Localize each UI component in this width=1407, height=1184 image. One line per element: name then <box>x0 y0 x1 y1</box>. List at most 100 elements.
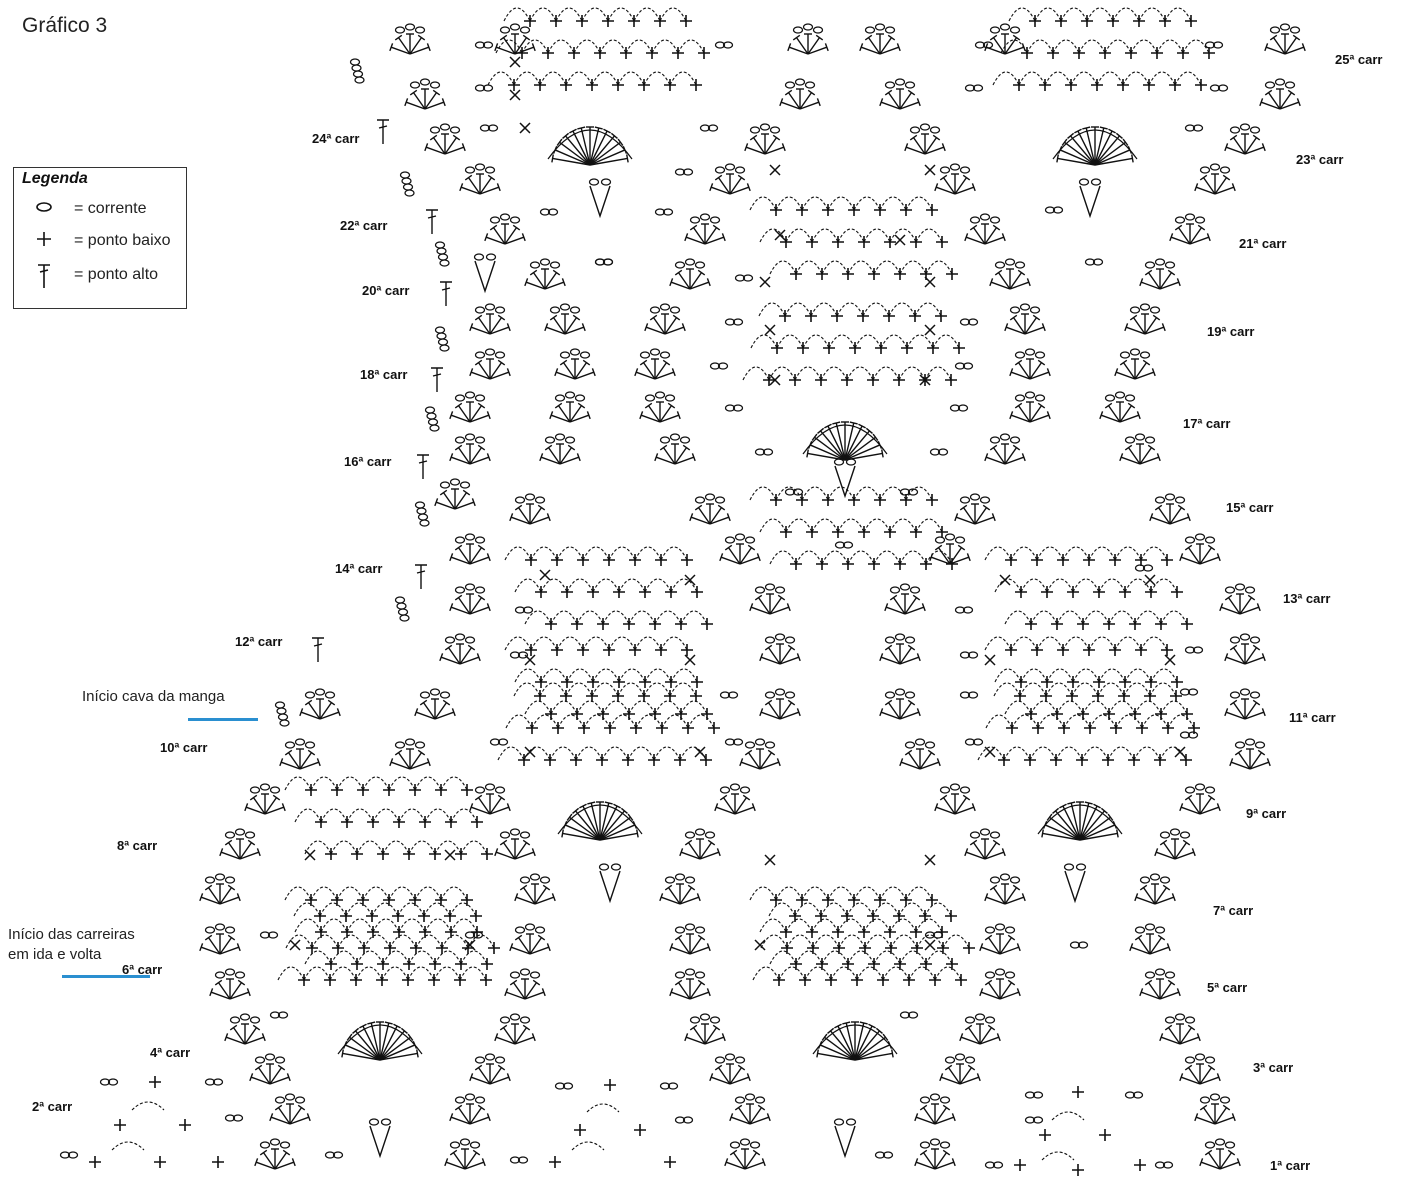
single-crochet-stitch <box>926 894 938 906</box>
picot-chain <box>736 1057 745 1063</box>
picot-chain <box>226 832 235 838</box>
row-label-5: 5ª carr <box>1207 980 1247 995</box>
picot-chain <box>656 392 665 398</box>
picot-chain <box>731 784 740 790</box>
chain-arch <box>857 967 883 980</box>
picot-chain <box>1196 784 1205 790</box>
chain-arch <box>1151 579 1177 592</box>
chain-arch <box>525 701 551 714</box>
picot-chain <box>556 434 565 440</box>
picot-chain <box>641 352 650 358</box>
chain-arch <box>408 967 434 980</box>
chain-arch <box>1020 683 1046 696</box>
picot-chain <box>1006 927 1015 933</box>
picot-chain <box>1206 1142 1215 1148</box>
chain-arch <box>1142 715 1168 728</box>
picot-chain <box>1186 537 1195 543</box>
note-rows-start-line2: em ida e volta <box>8 946 101 963</box>
chain-arch <box>761 935 787 948</box>
chain-arch <box>1004 747 1030 760</box>
treble-stitch-top <box>650 315 657 320</box>
single-crochet-stitch <box>963 942 975 954</box>
picot-chain <box>1161 877 1170 883</box>
chain-arch <box>838 519 864 532</box>
chain-arch <box>603 611 629 624</box>
chain-arch <box>890 519 916 532</box>
chain-arch <box>786 919 812 932</box>
treble-stitch-top <box>500 840 507 845</box>
chain-arch <box>609 637 635 650</box>
row-label-24: 24ª carr <box>312 131 359 146</box>
picot-chain <box>216 874 225 880</box>
treble-stitch-top <box>488 175 495 180</box>
chain-arch <box>531 637 557 650</box>
single-crochet-stitch <box>926 204 938 216</box>
picot-chain <box>1246 739 1255 745</box>
turning-chain <box>397 603 406 609</box>
slip-cross-stitch <box>775 230 785 240</box>
v-stitch <box>370 1126 390 1156</box>
rows-marker-line <box>62 975 150 978</box>
picot-chain <box>686 832 695 838</box>
picot-chain <box>451 1142 460 1148</box>
picot-chain <box>961 497 970 503</box>
chain-arch <box>415 777 441 790</box>
chain-arch <box>906 487 932 500</box>
treble-stitch-top <box>455 545 462 550</box>
treble-stitch-top <box>450 1150 457 1155</box>
picot-chain <box>296 1097 305 1103</box>
treble-stitch-top <box>673 315 680 320</box>
turning-chain <box>354 71 363 77</box>
treble-stitch-top <box>1085 802 1093 804</box>
chain-arch <box>750 487 776 500</box>
picot-chain <box>1186 1017 1195 1023</box>
chain-arch <box>1072 683 1098 696</box>
single-crochet-stitch <box>1072 1164 1084 1176</box>
chain-arch <box>822 951 848 964</box>
treble-stitch-top <box>420 700 427 705</box>
chain-arch <box>848 261 874 274</box>
picot-chain <box>261 784 270 790</box>
single-crochet-stitch <box>1171 586 1183 598</box>
chain-arch <box>1052 1112 1084 1120</box>
treble-stitch-top <box>1015 360 1022 365</box>
treble-stitch-top <box>745 750 752 755</box>
picot-chain <box>751 127 760 133</box>
treble-stitch-top <box>587 802 595 804</box>
chain-arch <box>760 919 786 932</box>
picot-chain <box>476 395 485 401</box>
chain-arch <box>828 197 854 210</box>
row-label-9: 9ª carr <box>1246 806 1286 821</box>
slip-cross-stitch <box>760 277 770 287</box>
picot-chain <box>1211 164 1220 170</box>
picot-chain <box>1011 877 1020 883</box>
picot-chain <box>421 79 430 85</box>
treble-stitch-top <box>1143 360 1150 365</box>
treble-stitch-top <box>1208 795 1215 800</box>
chain-arch <box>1057 701 1083 714</box>
turning-chain <box>430 425 439 431</box>
picot-chain <box>531 262 540 268</box>
treble-stitch-top <box>248 840 255 845</box>
picot-chain <box>776 689 785 695</box>
treble-stitch-top <box>713 225 720 230</box>
turning-chain <box>420 520 429 526</box>
chain-arch <box>873 367 899 380</box>
v-stitch <box>600 871 620 901</box>
picot-chain <box>886 27 895 33</box>
treble-stitch-top <box>1293 35 1300 40</box>
treble-stitch-top <box>963 175 970 180</box>
chain-arch <box>750 887 776 900</box>
treble-stitch-top <box>963 795 970 800</box>
picot-chain <box>571 349 580 355</box>
picot-chain <box>696 927 705 933</box>
chain-arch <box>415 887 441 900</box>
picot-chain <box>461 482 470 488</box>
chain-arch <box>795 367 821 380</box>
picot-chain <box>1241 124 1250 130</box>
chain-arch <box>618 72 644 85</box>
chain-arch <box>994 683 1020 696</box>
chain-arch <box>1082 747 1108 760</box>
turning-chain <box>276 702 285 708</box>
chain-arch <box>854 887 880 900</box>
